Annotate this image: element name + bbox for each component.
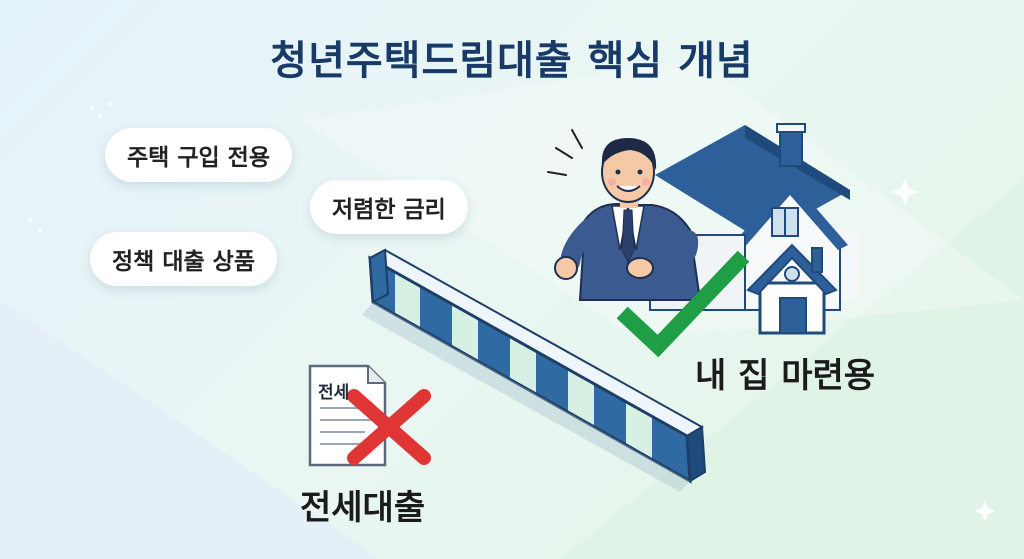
page-title: 청년주택드림대출 핵심 개념 [270, 38, 754, 84]
bg-shape-right [561, 180, 1024, 559]
check-icon [616, 250, 750, 358]
document-label: 전세 [318, 383, 350, 403]
tag-policy-loan: 정책 대출 상품 [90, 232, 277, 286]
businessman-figure [547, 129, 702, 301]
bg-shape-left [0, 300, 380, 559]
tag-housing-purchase: 주택 구입 전용 [105, 128, 292, 182]
sparkle-decorations [28, 102, 996, 522]
cross-icon [347, 389, 431, 465]
house-icon [746, 243, 838, 335]
tag-low-interest: 저렴한 금리 [310, 180, 468, 234]
home-ownership-label: 내 집 마련용 [695, 356, 876, 396]
jeonse-loan-label: 전세대출 [300, 488, 426, 528]
